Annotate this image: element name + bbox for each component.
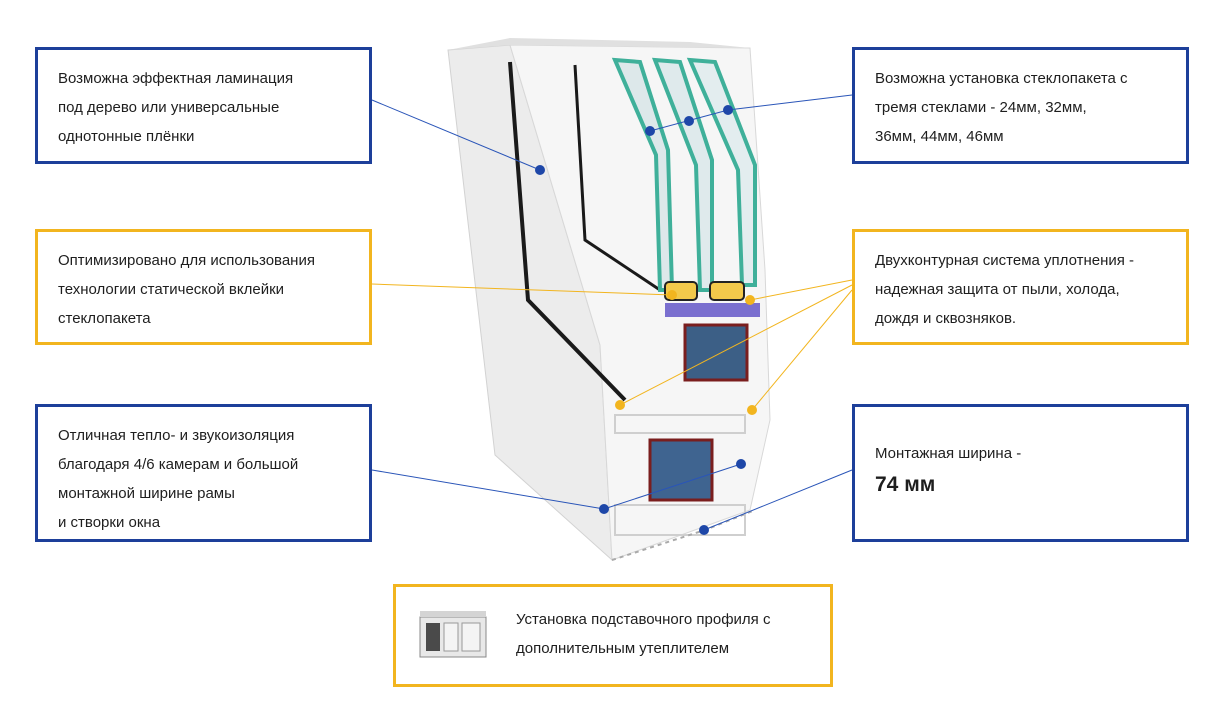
spacer-2 — [709, 281, 745, 301]
callout-line: дождя и сквозняков. — [875, 310, 1017, 327]
subprofile-icon — [419, 611, 487, 658]
callout-line: технологии статической вклейки — [58, 281, 285, 298]
callout-line: Возможна эффектная ламинация — [58, 70, 294, 87]
callout-line: Монтажная ширина - — [875, 445, 1022, 462]
callout-line: надежная защита от пыли, холода, — [875, 281, 1120, 298]
callout-lamination: Возможна эффектная ламинация под дерево … — [35, 47, 372, 164]
sash-steel-chamber — [683, 323, 749, 382]
spacer-1 — [664, 281, 698, 301]
callout-line: под дерево или универсальные — [58, 99, 280, 116]
callout-line: Возможна установка стеклопакета с — [875, 70, 1128, 87]
callout-line: Двухконтурная система уплотнения - — [875, 252, 1135, 269]
callout-line: однотонные плёнки — [58, 128, 195, 145]
frame-chamber-a — [614, 414, 746, 434]
mounting-width-value: 74 мм — [875, 473, 936, 496]
callout-insulation: Отличная тепло- и звукоизоляция благодар… — [35, 404, 372, 542]
gasket-line-2 — [573, 64, 661, 292]
callout-line: монтажной ширине рамы — [58, 485, 235, 502]
callout-line: тремя стеклами - 24мм, 32мм, — [875, 99, 1087, 116]
callout-line: 36мм, 44мм, 46мм — [875, 128, 1004, 145]
callout-line: Отличная тепло- и звукоизоляция — [58, 427, 295, 444]
callout-line: стеклопакета — [58, 310, 151, 327]
callout-seal: Двухконтурная система уплотнения - надеж… — [852, 229, 1189, 345]
callout-glazing-bead: Оптимизировано для использования техноло… — [35, 229, 372, 345]
callout-line: и створки окна — [58, 514, 161, 531]
callout-glazing: Возможна установка стеклопакета с тремя … — [852, 47, 1189, 164]
callout-line: Оптимизировано для использования — [58, 252, 315, 269]
callout-line: Установка подставочного профиля с — [516, 611, 771, 628]
callout-subprofile: Установка подставочного профиля с дополн… — [393, 584, 833, 687]
callout-line: благодаря 4/6 камерам и большой — [58, 456, 299, 473]
sash-gasket-strip — [665, 303, 760, 317]
callout-line: дополнительным утеплителем — [516, 640, 730, 657]
frame-top-face — [448, 38, 750, 50]
callout-mounting-width: Монтажная ширина - 74 мм — [852, 404, 1189, 542]
frame-steel-chamber — [648, 438, 714, 502]
